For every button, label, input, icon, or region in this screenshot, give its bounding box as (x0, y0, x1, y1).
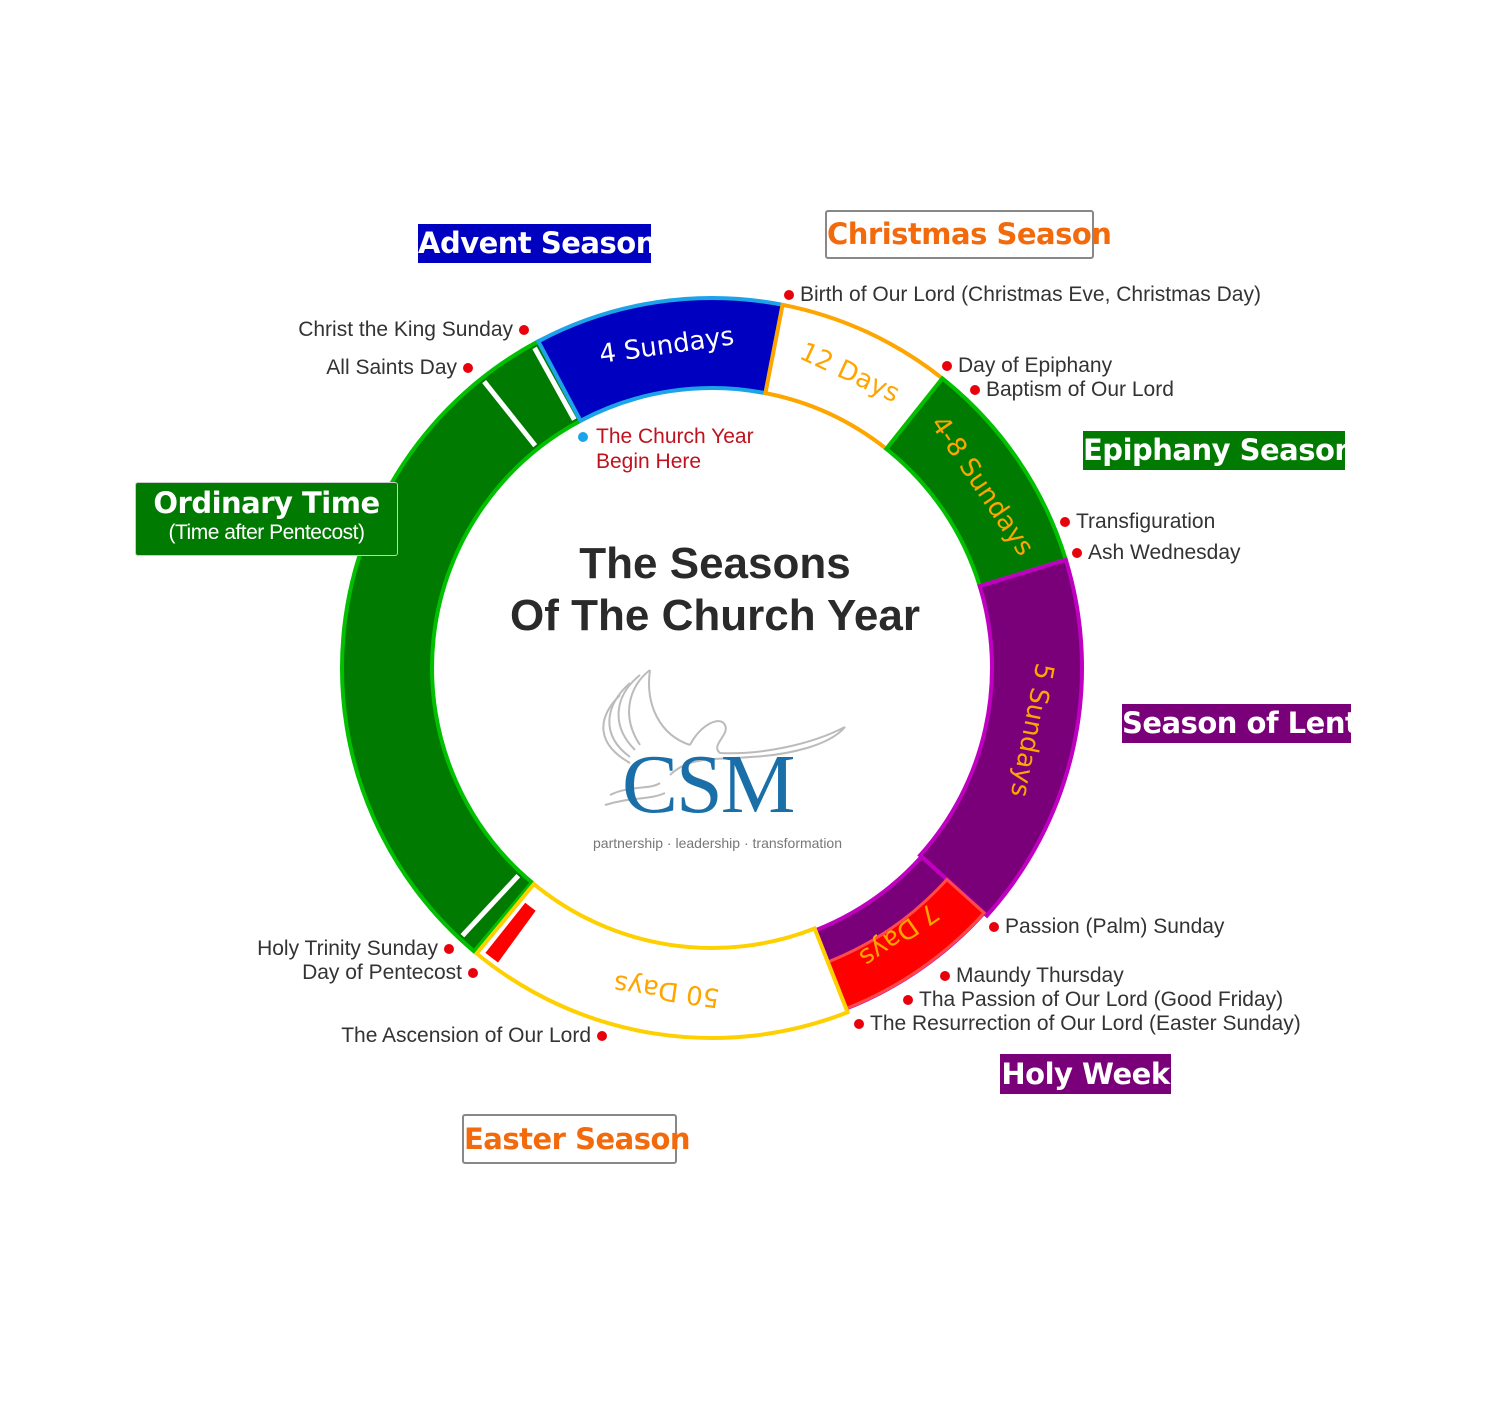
lent-season-label: Season of Lent (1122, 704, 1359, 743)
ordinary-divider-all-saints (482, 380, 538, 448)
event-dot-icon (468, 968, 478, 979)
start-dot-icon (578, 432, 588, 443)
event-text: Holy Trinity Sunday (257, 937, 438, 960)
epiphany-season-label: Epiphany Season (1083, 431, 1355, 470)
diagram-title: The Seasons Of The Church Year (470, 538, 960, 642)
advent-season-label: Advent Season (418, 224, 656, 263)
event-birth-of-our-lord: Birth of Our Lord (Christmas Eve, Christ… (778, 283, 1261, 307)
title-line-1: The Seasons (579, 539, 851, 588)
event-day-of-epiphany: Day of Epiphany (936, 354, 1112, 378)
event-text: All Saints Day (326, 356, 457, 379)
event-dot-icon (942, 361, 952, 372)
logo-tagline: partnership · leadership · transformatio… (593, 835, 843, 851)
event-text: Birth of Our Lord (Christmas Eve, Christ… (800, 283, 1261, 306)
event-baptism-of-our-lord: Baptism of Our Lord (964, 378, 1174, 402)
ordinary-time-title: Ordinary Time (153, 486, 380, 520)
event-text: Day of Epiphany (958, 354, 1113, 377)
csm-logo: CSM partnership · leadership · transform… (590, 665, 852, 855)
easter-segment (473, 881, 851, 1040)
event-dot-icon (940, 971, 950, 982)
event-maundy-thursday: Maundy Thursday (934, 964, 1124, 988)
event-text: Tha Passion of Our Lord (Good Friday) (919, 988, 1284, 1011)
event-text: Transfiguration (1076, 510, 1216, 533)
start-line-2: Begin Here (596, 450, 702, 473)
event-dot-icon (597, 1031, 607, 1042)
event-transfiguration: Transfiguration (1054, 510, 1215, 534)
event-text: Christ the King Sunday (298, 318, 513, 341)
event-text: Ash Wednesday (1088, 541, 1241, 564)
event-dot-icon (970, 385, 980, 396)
event-good-friday: Tha Passion of Our Lord (Good Friday) (897, 988, 1283, 1012)
event-dot-icon (444, 944, 454, 955)
logo-text: CSM (622, 738, 795, 831)
event-dot-icon (519, 325, 529, 336)
event-dot-icon (903, 995, 913, 1006)
event-text: Day of Pentecost (302, 961, 462, 984)
event-text: The Resurrection of Our Lord (Easter Sun… (870, 1012, 1301, 1035)
event-dot-icon (463, 363, 473, 374)
event-palm-sunday: Passion (Palm) Sunday (983, 915, 1224, 939)
event-pentecost: Day of Pentecost (302, 961, 484, 985)
event-text: The Ascension of Our Lord (341, 1024, 591, 1047)
event-dot-icon (989, 922, 999, 933)
event-dot-icon (854, 1019, 864, 1030)
start-line-1: The Church Year (596, 425, 754, 448)
dove-icon (602, 669, 846, 806)
church-year-start-marker: The Church Year Begin Here (578, 424, 754, 474)
event-text: Baptism of Our Lord (986, 378, 1174, 401)
event-holy-trinity-sunday: Holy Trinity Sunday (257, 937, 460, 961)
title-line-2: Of The Church Year (510, 591, 920, 640)
lent-segment (917, 557, 1084, 919)
event-dot-icon (1072, 548, 1082, 559)
event-dot-icon (1060, 517, 1070, 528)
ordinary-time-label: Ordinary Time (Time after Pentecost) (135, 482, 398, 556)
event-all-saints-day: All Saints Day (326, 356, 479, 380)
event-dot-icon (784, 290, 794, 301)
event-christ-the-king-sunday: Christ the King Sunday (298, 318, 535, 342)
ordinary-time-subtitle: (Time after Pentecost) (168, 521, 365, 544)
event-easter-sunday: The Resurrection of Our Lord (Easter Sun… (848, 1012, 1301, 1036)
christmas-season-label: Christmas Season (825, 210, 1112, 259)
easter-season-label: Easter Season (462, 1114, 691, 1164)
event-text: Maundy Thursday (956, 964, 1124, 987)
ordinary-divider-christ-king (532, 346, 577, 421)
event-ash-wednesday: Ash Wednesday (1066, 541, 1241, 565)
event-text: Passion (Palm) Sunday (1005, 915, 1225, 938)
event-ascension: The Ascension of Our Lord (341, 1024, 613, 1048)
ordinary-divider-trinity (460, 873, 521, 938)
holy-week-label: Holy Week (1000, 1054, 1171, 1094)
pentecost-marker (485, 902, 536, 963)
ordinary-time-segment (340, 338, 584, 955)
